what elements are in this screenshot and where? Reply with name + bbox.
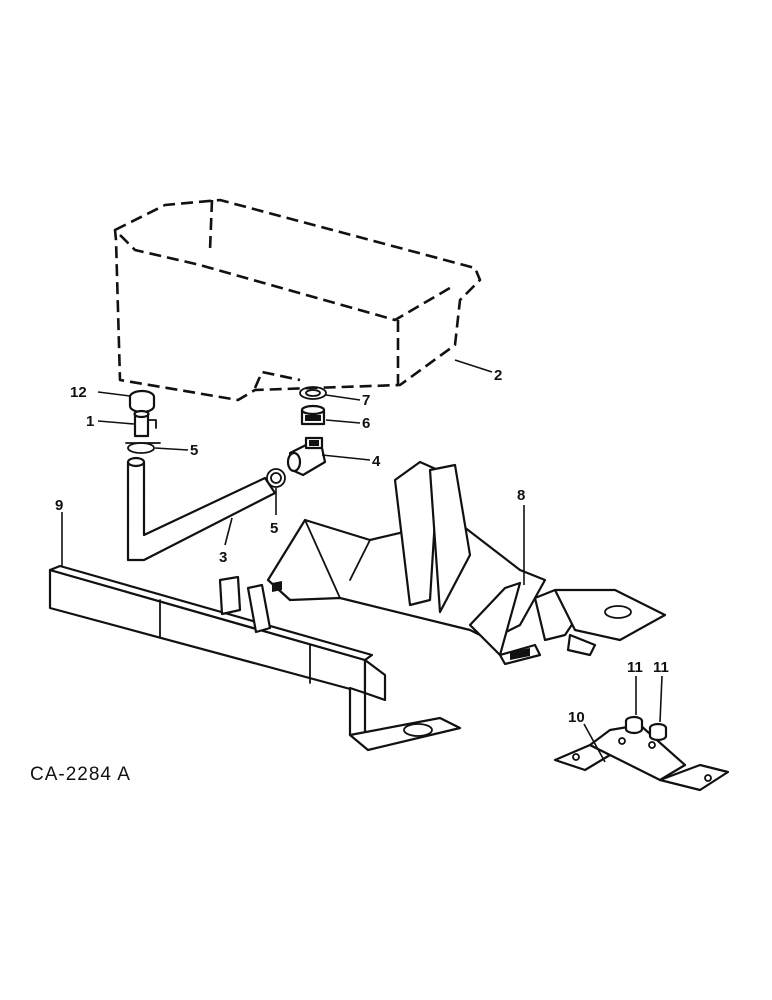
- bushing-part-11-right: [648, 722, 668, 742]
- support-bracket-part-8: [266, 460, 667, 666]
- callout-4: 4: [372, 453, 381, 470]
- callout-5-right: 5: [270, 520, 278, 537]
- washer-part-7: [299, 386, 327, 400]
- callout-3: 3: [219, 549, 227, 566]
- callout-5-left: 5: [190, 442, 198, 459]
- plug-part-6: [300, 404, 326, 426]
- callout-2: 2: [494, 367, 502, 384]
- cap-part-12: [128, 389, 156, 414]
- callout-6: 6: [362, 415, 370, 432]
- valve-part-1: [125, 409, 161, 444]
- callout-7: 7: [362, 392, 370, 409]
- drawing-code-label: CA-2284 A: [30, 764, 131, 785]
- bracket-part-9: [48, 564, 462, 752]
- bushing-part-11-left: [624, 715, 644, 735]
- elbow-fitting-part-4: [286, 436, 327, 477]
- callout-1: 1: [86, 413, 94, 430]
- callout-10: 10: [568, 709, 585, 726]
- callout-9: 9: [55, 497, 63, 514]
- small-bracket-part-10: [553, 723, 730, 792]
- oil-pan-dashed-outline: [113, 198, 482, 402]
- callout-11-right: 11: [653, 659, 669, 676]
- clamp-part-5-left: [127, 442, 155, 454]
- callout-leader-lines: [61, 359, 663, 763]
- clamp-part-5-right: [266, 468, 286, 488]
- tube-part-3: [126, 456, 277, 562]
- callout-11-left: 11: [627, 659, 643, 676]
- callout-12: 12: [70, 384, 87, 401]
- callout-8: 8: [517, 487, 525, 504]
